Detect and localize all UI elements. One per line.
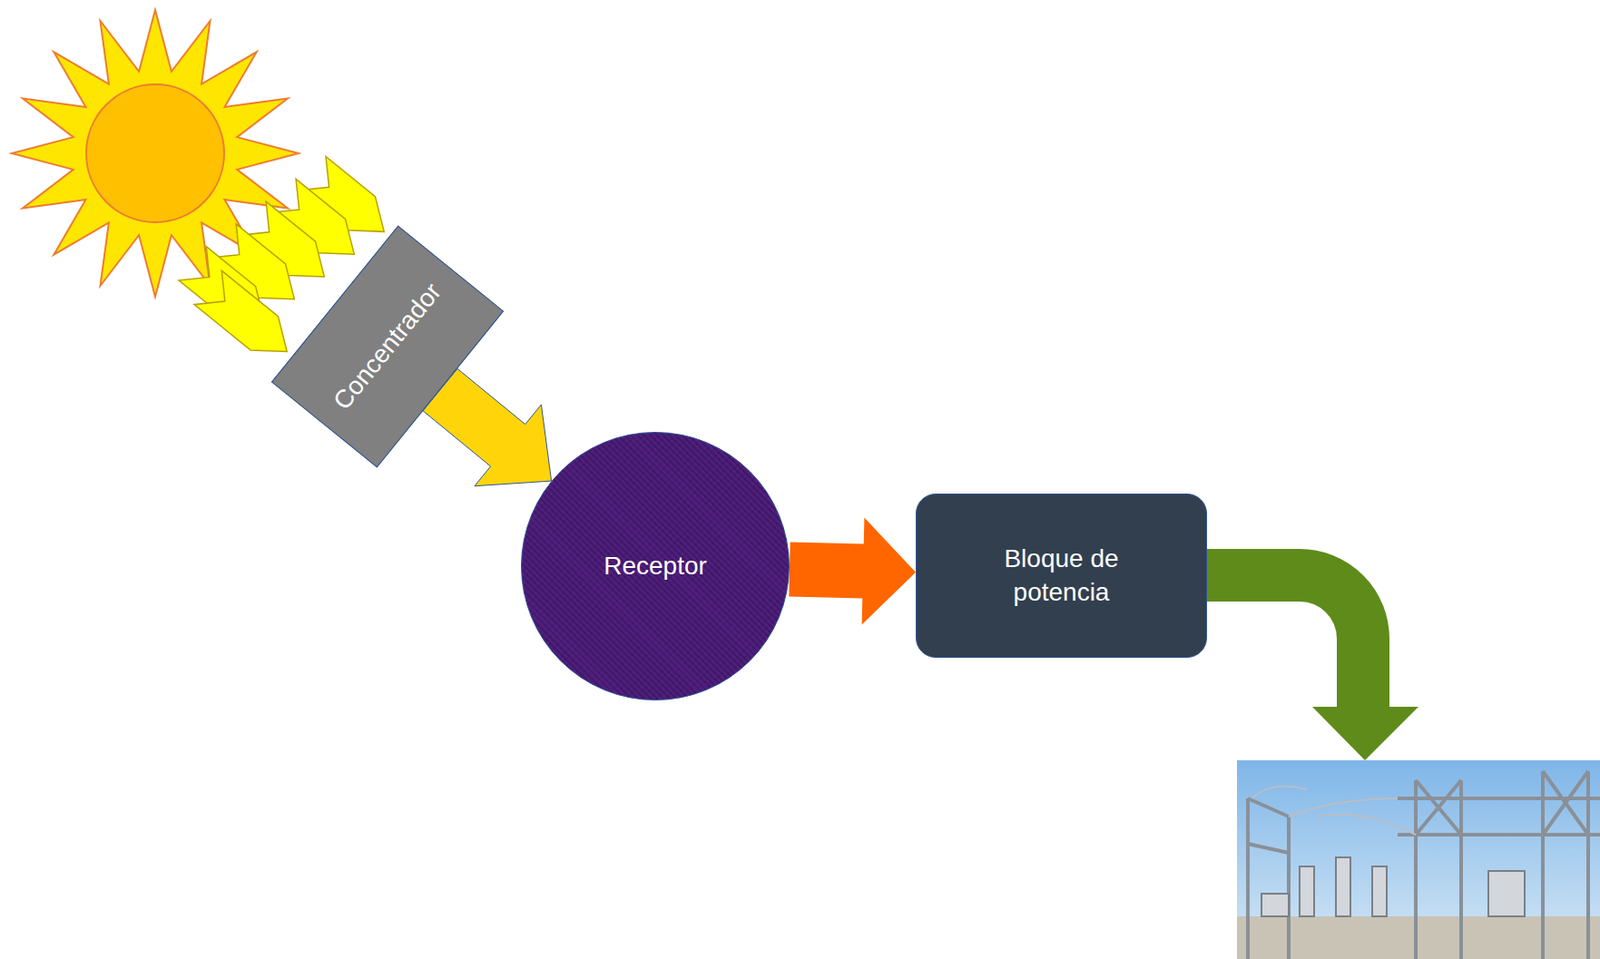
sunlight-chevron: [194, 270, 301, 369]
receptor-circle: Receptor: [520, 431, 790, 701]
output-arrow-head: [1312, 706, 1419, 761]
substation-photo: [1236, 760, 1600, 959]
sun-disc: [86, 84, 225, 223]
output-arrow-shaft: [1207, 575, 1364, 709]
block-arrow: [788, 517, 916, 625]
node-label: Receptor: [603, 549, 707, 583]
node-label: Concentrador: [325, 276, 449, 418]
power-block-box: Bloque de potencia: [915, 493, 1208, 658]
node-label: Bloque de potencia: [971, 542, 1153, 609]
